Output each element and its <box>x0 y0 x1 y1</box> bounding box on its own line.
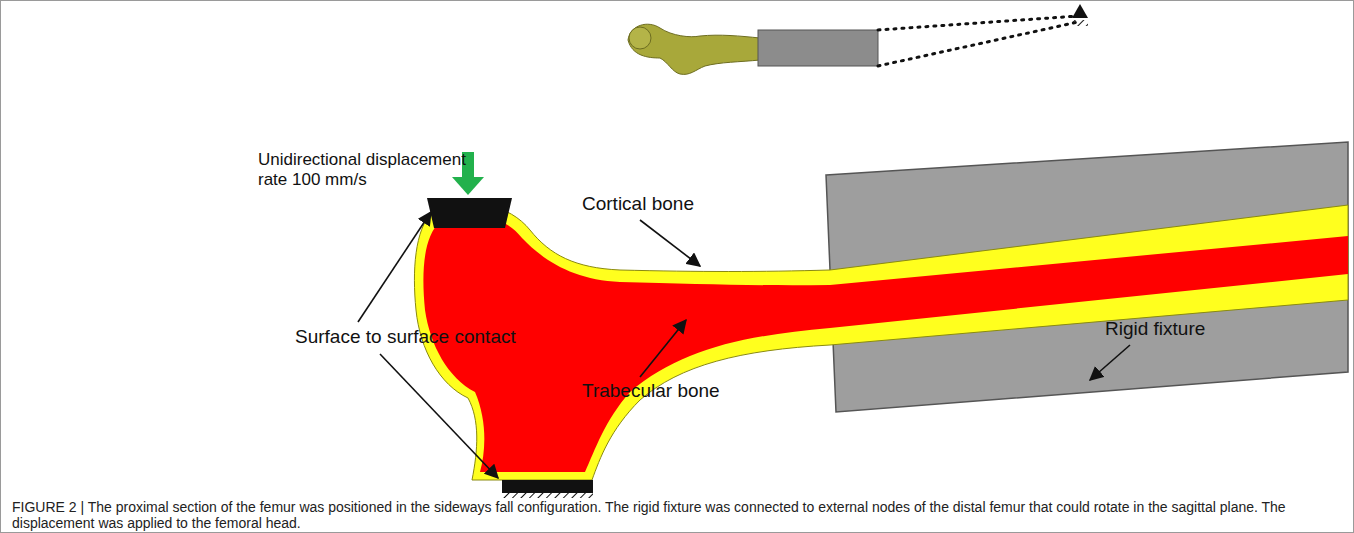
cortical-bone <box>414 204 1348 480</box>
top-plate <box>427 198 512 228</box>
contact-label: Surface to surface contact <box>295 326 516 348</box>
thumbnail-model <box>628 4 1088 74</box>
bottom-plate <box>502 480 593 493</box>
part-label: Trabecular bone <box>582 380 720 402</box>
part-label: Cortical bone <box>582 193 694 215</box>
figure-caption: FIGURE 2 | The proximal section of the f… <box>12 499 1342 531</box>
trabecular-bone <box>423 215 1348 472</box>
load-label: Unidirectional displacement rate 100 mm/… <box>258 150 483 189</box>
ground-hatch <box>502 493 593 498</box>
part-label: Rigid fixture <box>1105 318 1205 340</box>
